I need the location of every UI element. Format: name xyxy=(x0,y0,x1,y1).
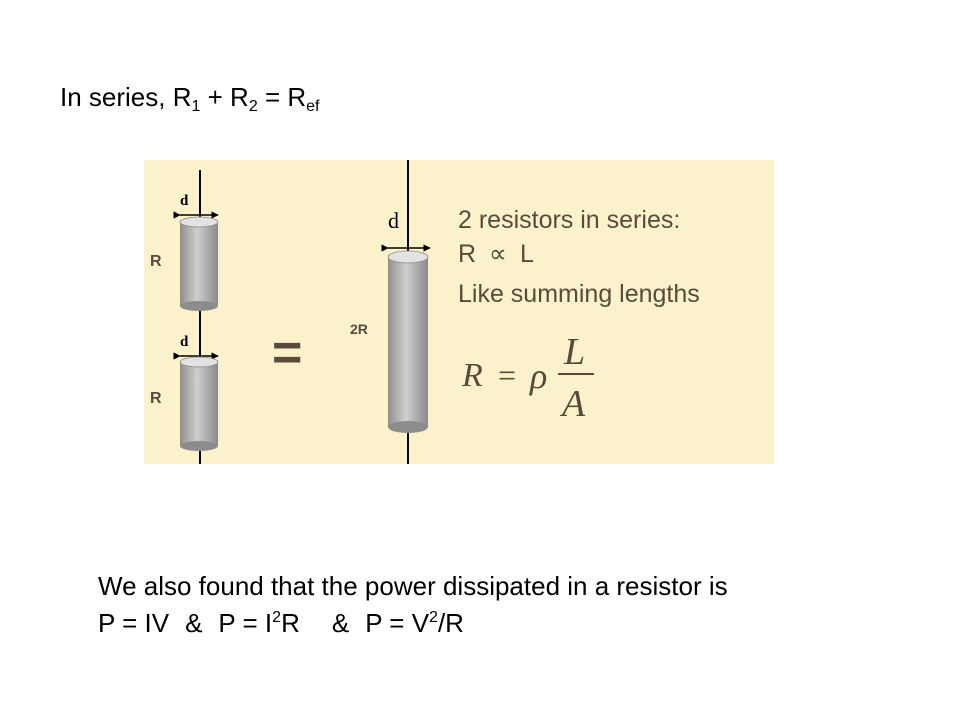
heading-sub-1: 1 xyxy=(191,98,201,115)
power-formula-i2r: P = I2R xyxy=(218,608,299,638)
series-text-line1: 2 resistors in series: xyxy=(458,206,680,234)
power-formula-iv: P = IV xyxy=(98,608,170,638)
power-formula-i2r-a: P = I xyxy=(218,608,273,638)
footer-line-1: We also found that the power dissipated … xyxy=(98,571,728,601)
resistor-right-2R xyxy=(387,250,429,433)
power-formula-v2r-sup: 2 xyxy=(429,609,438,626)
left-top-R-label: R xyxy=(150,253,162,270)
resistance-formula: R = ρ L A xyxy=(461,331,594,425)
heading-equals: = R xyxy=(257,82,307,112)
diagram-panel xyxy=(144,160,774,464)
left-bottom-R-label: R xyxy=(150,390,162,407)
formula-R: R xyxy=(461,357,483,394)
series-text-L: L xyxy=(520,240,534,268)
proportional-symbol: ∝ xyxy=(489,240,507,268)
heading-prefix: In series, R xyxy=(60,82,192,112)
equals-sign: = xyxy=(272,324,302,382)
ampersand-2: & xyxy=(331,608,350,638)
heading-plus: + R xyxy=(200,82,249,112)
ampersand-1: & xyxy=(185,608,203,638)
left-bottom-d-label: d xyxy=(180,334,189,350)
left-top-d-label: d xyxy=(180,193,189,209)
heading-sub-2: 2 xyxy=(248,98,258,115)
power-formula-v2r: P = V2/R xyxy=(365,608,464,638)
right-2R-label: 2R xyxy=(350,321,368,337)
series-text-line3: Like summing lengths xyxy=(458,280,700,308)
formula-A: A xyxy=(559,383,586,425)
formula-eq: = xyxy=(498,357,516,393)
series-text-R: R xyxy=(458,240,476,268)
resistor-left-top xyxy=(179,216,219,311)
power-formula-v2r-b: /R xyxy=(437,608,464,638)
resistor-left-bottom xyxy=(179,356,219,451)
heading: In series, R1 + R2 = Ref xyxy=(60,82,320,115)
power-formula-i2r-sup: 2 xyxy=(272,609,282,626)
heading-sub-ef: ef xyxy=(306,98,320,115)
footer-text: We also found that the power dissipated … xyxy=(98,568,728,642)
power-formula-v2r-a: P = V xyxy=(365,608,430,638)
formula-L: L xyxy=(563,331,585,373)
series-resistor-diagram: d R d R = d 2R 2 resistors in series: R … xyxy=(144,160,774,464)
right-d-label: d xyxy=(388,208,399,233)
footer-line-2: P = IV&P = I2R&P = V2/R xyxy=(98,605,728,642)
formula-rho: ρ xyxy=(529,356,547,396)
power-formula-i2r-b: R xyxy=(281,608,300,638)
